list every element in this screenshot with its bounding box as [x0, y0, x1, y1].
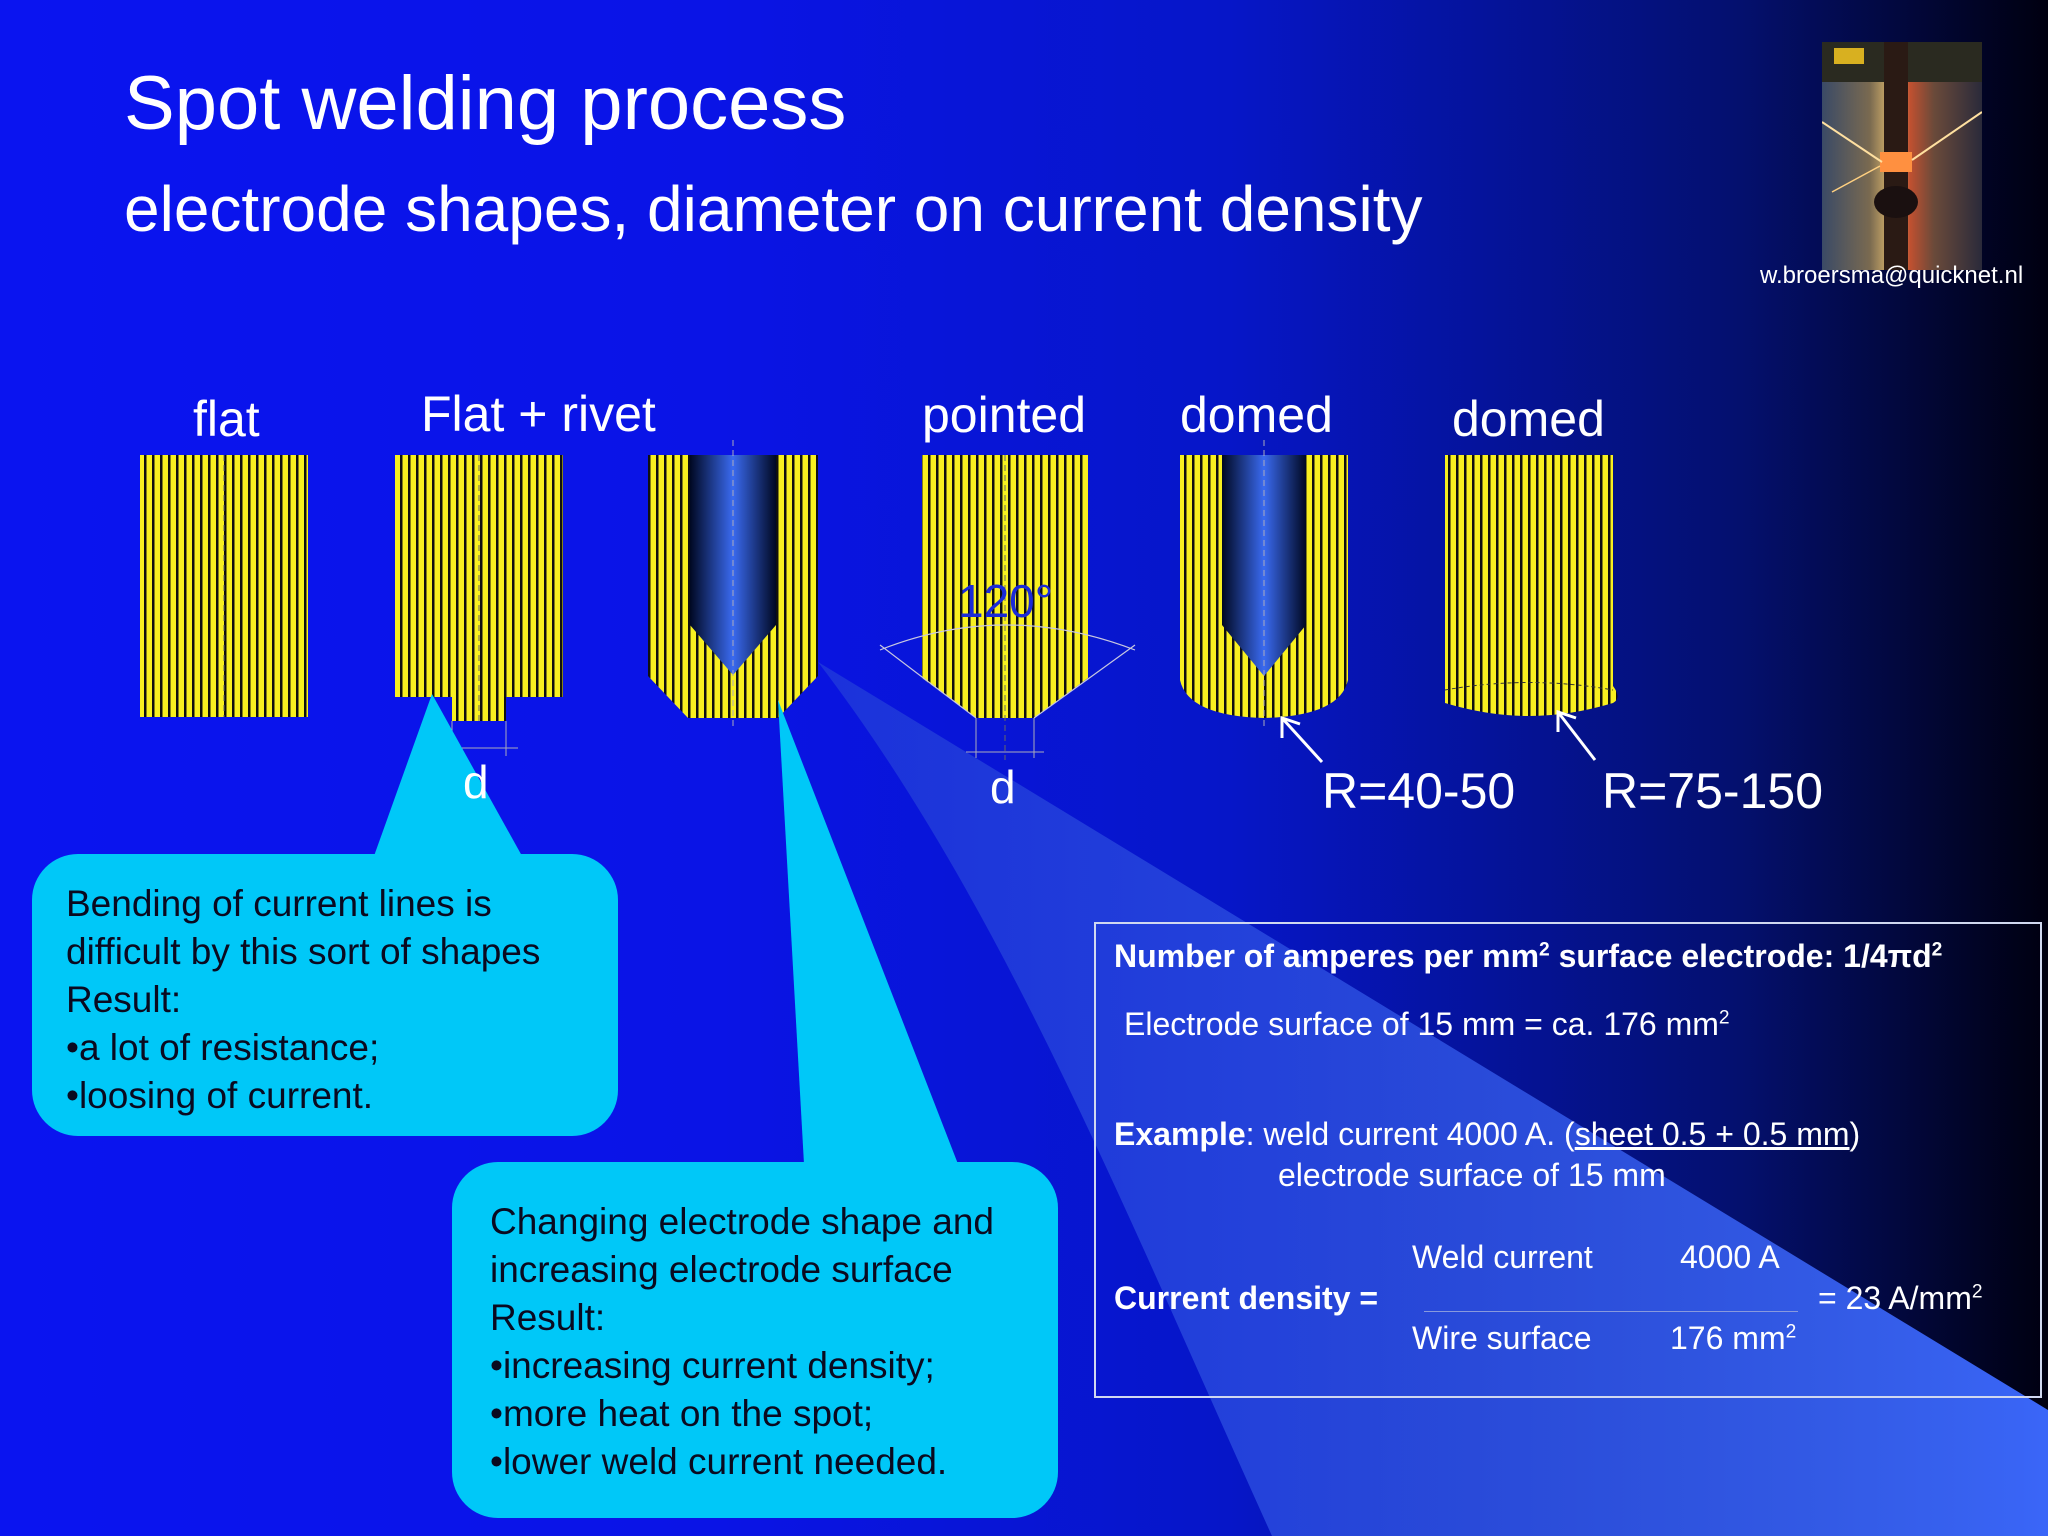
- callout-line: •increasing current density;: [490, 1345, 935, 1386]
- info-example: Example: weld current 4000 A. (sheet 0.5…: [1114, 1116, 1861, 1152]
- electrode-domed-1: [1180, 440, 1348, 764]
- callout-bending: Bending of current lines is difficult by…: [32, 854, 618, 1136]
- page-title: Spot welding process: [124, 61, 847, 146]
- numerator-label: Weld current: [1412, 1239, 1593, 1275]
- denominator-value: 176 mm2: [1670, 1320, 1797, 1356]
- info-heading: Number of amperes per mm2 surface electr…: [1114, 938, 1943, 974]
- fraction-line: [1424, 1311, 1798, 1312]
- diameter-label-1: d: [463, 756, 489, 808]
- callout-line: •lower weld current needed.: [490, 1441, 948, 1482]
- electrode-cone-bore: [648, 440, 818, 730]
- callout-pointer-2: [778, 700, 958, 1164]
- page-subtitle: electrode shapes, diameter on current de…: [124, 173, 1423, 245]
- label-flat-rivet: Flat + rivet: [421, 386, 656, 442]
- callout-line: Bending of current lines is: [66, 883, 492, 924]
- callout-line: •more heat on the spot;: [490, 1393, 874, 1434]
- label-pointed: pointed: [922, 387, 1087, 443]
- label-domed-2: domed: [1452, 391, 1605, 447]
- label-domed-1: domed: [1180, 387, 1333, 443]
- callout-line: increasing electrode surface: [490, 1249, 953, 1290]
- callout-line: difficult by this sort of shapes: [66, 931, 541, 972]
- callout-line: •loosing of current.: [66, 1075, 374, 1116]
- denominator-label: Wire surface: [1412, 1320, 1592, 1356]
- current-density-box: [1094, 922, 2042, 1398]
- electrode-domed-2: [1444, 455, 1618, 761]
- density-label: Current density =: [1114, 1280, 1379, 1316]
- angle-label: 120°: [958, 575, 1054, 627]
- label-flat: flat: [193, 391, 260, 447]
- diameter-label-2: d: [990, 761, 1016, 813]
- info-example-line2: electrode surface of 15 mm: [1278, 1157, 1666, 1193]
- callout-changing-shape: Changing electrode shape and increasing …: [452, 1162, 1058, 1518]
- callout-line: Changing electrode shape and: [490, 1201, 994, 1242]
- welding-photo: [1822, 42, 1982, 270]
- callout-line: •a lot of resistance;: [66, 1027, 380, 1068]
- info-surface: Electrode surface of 15 mm = ca. 176 mm2: [1124, 1006, 1730, 1042]
- electrode-flat-rivet: [395, 455, 563, 756]
- radius-label-2: R=75-150: [1602, 763, 1823, 819]
- callout-pointer-1: [374, 694, 522, 856]
- callout-line: Result:: [490, 1297, 606, 1338]
- radius-label-1: R=40-50: [1322, 763, 1516, 819]
- callout-line: Result:: [66, 979, 182, 1020]
- density-result: = 23 A/mm2: [1818, 1280, 1983, 1316]
- author-email: w.broersma@quicknet.nl: [1760, 262, 2024, 289]
- numerator-value: 4000 A: [1680, 1239, 1780, 1275]
- electrode-pointed: [879, 455, 1136, 760]
